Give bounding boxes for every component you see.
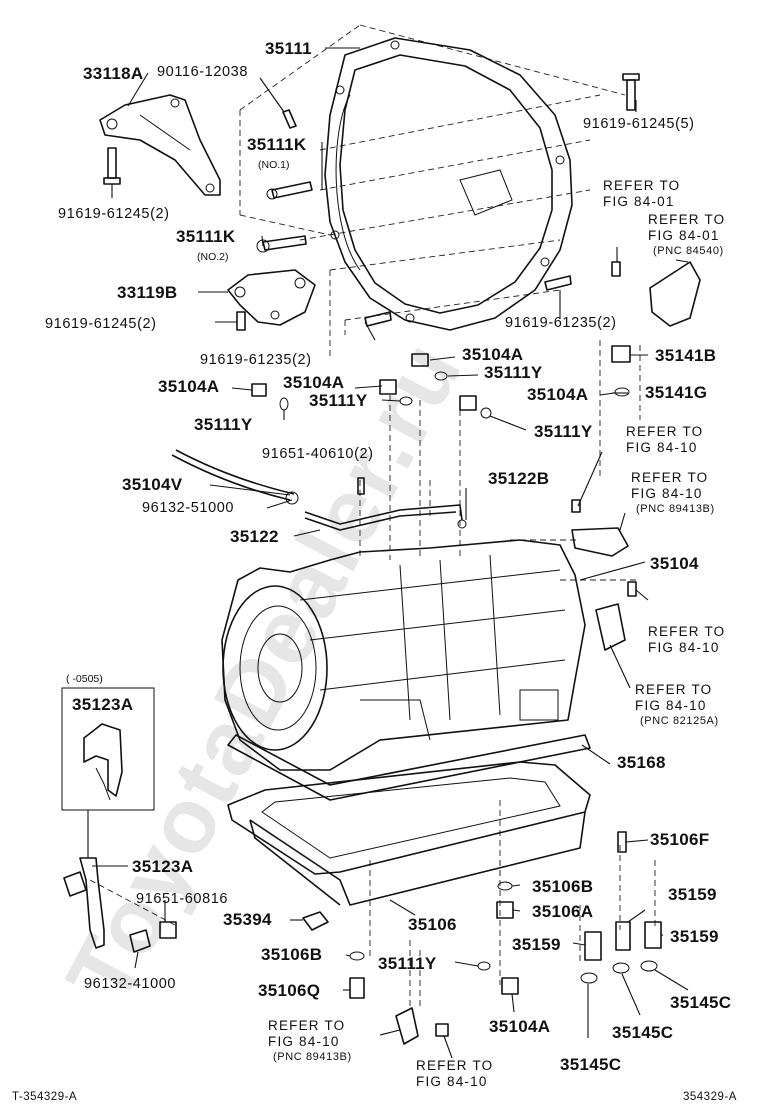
label-35104a-5: 35104A — [489, 1017, 550, 1036]
label-35145c-3: 35145C — [560, 1055, 621, 1074]
label-91619-61245-2-lower: 91619-61245(2) — [45, 316, 157, 332]
label-35106q: 35106Q — [258, 981, 320, 1000]
label-35141b: 35141B — [655, 346, 716, 365]
label-35106: 35106 — [408, 915, 457, 934]
label-35159-1: 35159 — [668, 885, 717, 904]
bracket-33118a — [99, 94, 221, 196]
label-35111y-3: 35111Y — [194, 415, 253, 434]
label-96132-51000: 96132-51000 — [142, 500, 234, 516]
ref8-line1: REFER TO — [416, 1058, 493, 1073]
label-no1: (NO.1) — [258, 159, 290, 171]
label-35111y-2: 35111Y — [309, 391, 368, 410]
footer-left-code: T-354329-A — [12, 1091, 77, 1103]
label-35111y-4: 35111Y — [534, 422, 593, 441]
label-35106b-1: 35106B — [532, 877, 593, 896]
label-91651-60816: 91651-60816 — [136, 891, 228, 907]
ref6-line3: (PNC 82125A) — [640, 715, 719, 727]
ref5-line1: REFER TO — [648, 624, 725, 639]
tube-35123a — [63, 857, 177, 953]
converter-housing — [324, 37, 573, 331]
label-90116-12038: 90116-12038 — [157, 64, 248, 80]
label-35111k-no2: 35111K — [176, 227, 236, 246]
ref6-line2: FIG 84-10 — [635, 698, 707, 713]
label-35111: 35111 — [265, 39, 312, 58]
ref4-line3: (PNC 89413B) — [636, 503, 715, 515]
ref8-line2: FIG 84-10 — [416, 1074, 488, 1089]
label-35123a: 35123A — [132, 857, 193, 876]
label-35104v: 35104V — [122, 475, 183, 494]
part-labels: 35111 33118A 90116-12038 35111K (NO.1) 9… — [45, 39, 731, 1074]
ref7-line3: (PNC 89413B) — [273, 1051, 352, 1063]
label-35159-3: 35159 — [670, 927, 719, 946]
label-91651-40610-2: 91651-40610(2) — [262, 446, 374, 462]
label-91619-61235-2-left: 91619-61235(2) — [200, 352, 312, 368]
label-35106f: 35106F — [650, 830, 709, 849]
label-33119b: 33119B — [117, 283, 177, 302]
label-35106a: 35106A — [532, 902, 593, 921]
ref1-line2: FIG 84-01 — [603, 194, 675, 209]
label-35104a-2: 35104A — [158, 377, 219, 396]
label-35111y-5: 35111Y — [378, 954, 437, 973]
label-35111y-1: 35111Y — [484, 363, 543, 382]
ref7-line1: REFER TO — [268, 1018, 345, 1033]
ref1-line1: REFER TO — [603, 178, 680, 193]
label-91619-61245-5: 91619-61245(5) — [583, 116, 695, 132]
label-35104a-1: 35104A — [462, 345, 523, 364]
ref6-line1: REFER TO — [635, 682, 712, 697]
ref4-line1: REFER TO — [631, 470, 708, 485]
leader-lines — [87, 47, 689, 1059]
ref5-line2: FIG 84-10 — [648, 640, 720, 655]
label-35104a-3: 35104A — [283, 373, 344, 392]
label-35145c-1: 35145C — [670, 993, 731, 1012]
label-35159-2: 35159 — [512, 935, 561, 954]
label-35106b-2: 35106B — [261, 945, 322, 964]
tube-35122 — [171, 449, 467, 531]
label-35111k-no1: 35111K — [247, 135, 307, 154]
ref2-line3: (PNC 84540) — [653, 245, 724, 257]
bracket-33119b — [227, 269, 316, 326]
label-35104a-4: 35104A — [527, 385, 588, 404]
label-35141g: 35141G — [645, 383, 707, 402]
assembly-dashed-lines — [89, 24, 656, 1010]
label-35168: 35168 — [617, 753, 666, 772]
label-91619-61235-2-right: 91619-61235(2) — [505, 315, 617, 331]
ref7-line2: FIG 84-10 — [268, 1034, 340, 1049]
label-96132-41000: 96132-41000 — [84, 976, 176, 992]
refer-notes: REFER TO FIG 84-01 REFER TO FIG 84-01 (P… — [268, 178, 725, 1089]
inset-box — [61, 687, 155, 811]
inset-date-range: ( -0505) — [66, 673, 103, 685]
label-35122b: 35122B — [488, 469, 549, 488]
label-35122: 35122 — [230, 527, 279, 546]
label-33118a: 33118A — [83, 64, 143, 83]
transmission-case — [221, 539, 586, 771]
inset-part-number: 35123A — [72, 695, 133, 714]
footer-right-code: 354329-A — [683, 1091, 737, 1103]
gasket-35168 — [227, 734, 591, 801]
oil-pan-35106 — [227, 761, 591, 906]
ref4-line2: FIG 84-10 — [631, 486, 703, 501]
ref2-line1: REFER TO — [648, 212, 725, 227]
label-35145c-2: 35145C — [612, 1023, 673, 1042]
label-35394: 35394 — [223, 910, 272, 929]
ref3-line1: REFER TO — [626, 424, 703, 439]
label-no2: (NO.2) — [197, 251, 229, 263]
ref2-line2: FIG 84-01 — [648, 228, 720, 243]
ref3-line2: FIG 84-10 — [626, 440, 698, 455]
label-91619-61245-2-upper: 91619-61245(2) — [58, 206, 170, 222]
label-35104: 35104 — [650, 554, 699, 573]
